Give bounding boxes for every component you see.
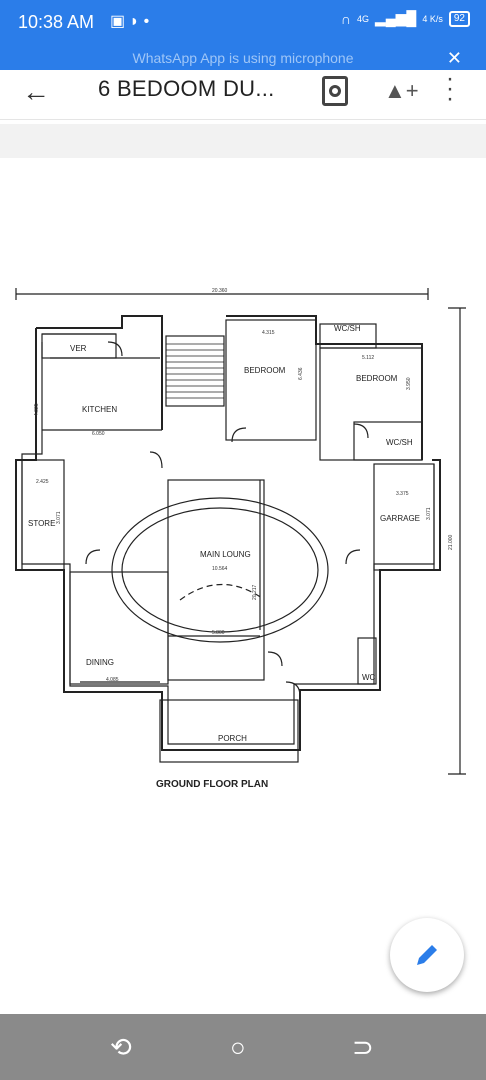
dim-loung-width: 10.564 [212, 566, 228, 572]
microphone-banner[interactable]: WhatsApp App is using microphone [0, 46, 486, 70]
room-label-bedroom-1: BEDROOM [244, 366, 286, 375]
toolbar-divider [0, 124, 486, 158]
room-label-main-loung: MAIN LOUNG [200, 550, 251, 559]
dim-loung-height: 20.217 [252, 584, 258, 600]
notification-icons: ▣ ◗ • [110, 13, 150, 30]
dim-bed2-height: 3.950 [406, 377, 412, 390]
close-icon[interactable]: ✕ [446, 48, 462, 68]
room-label-dining: DINING [86, 658, 114, 667]
headphones-icon: ∩ [340, 10, 351, 27]
room-label-kitchen: KITCHEN [82, 405, 117, 414]
signal-icon: ▂▄▆█ [374, 10, 417, 26]
room-label-garrage: GARRAGE [380, 514, 420, 523]
edit-fab-button[interactable] [390, 918, 464, 992]
document-title: 6 BEDOOM DU... [98, 76, 275, 101]
dim-garrage-height: 3.071 [426, 507, 432, 520]
room-label-bedroom-2: BEDROOM [356, 374, 398, 383]
status-time: 10:38 AM [18, 12, 95, 32]
room-label-porch: PORCH [218, 734, 247, 743]
dim-loung-inner: 5.800 [212, 630, 225, 636]
plan-caption: GROUND FLOOR PLAN [156, 779, 268, 790]
dim-garrage-width: 3.375 [396, 491, 409, 497]
dim-kitchen-height: 4.325 [34, 403, 40, 416]
dim-store-width: 2.425 [36, 479, 49, 485]
dim-bed1-height: 6.436 [298, 367, 304, 380]
status-icons: ∩ 4G ▂▄▆█ 4 K/s 92 [341, 10, 470, 27]
speed-label: 4 K/s [422, 13, 443, 24]
back-arrow-icon[interactable]: ← [22, 76, 50, 107]
back-nav-icon[interactable]: ⊃ [352, 1032, 374, 1062]
dim-bed1-width: 4.315 [262, 330, 275, 336]
dim-dining-width: 4.085 [106, 677, 119, 683]
dim-kitchen-width: 6.050 [92, 431, 105, 437]
home-icon[interactable]: ○ [230, 1032, 246, 1062]
battery-icon: 92 [448, 10, 470, 27]
dim-overall-height: 21.000 [448, 534, 454, 550]
app-bar: ← 6 BEDOOM DU... ▲+ ··· [0, 65, 486, 120]
system-nav-bar: ⟲ ○ ⊃ [0, 1014, 486, 1080]
more-vert-icon[interactable]: ··· [446, 65, 454, 112]
dim-store-height: 3.071 [56, 511, 62, 524]
status-bar: 10:38 AM ▣ ◗ • ∩ 4G ▂▄▆█ 4 K/s 92 [0, 0, 486, 46]
room-label-wcsh-2: WC/SH [386, 438, 413, 447]
network-label: 4G [356, 13, 369, 24]
room-label-wc: WC [362, 673, 376, 682]
floor-plan-drawing: VER KITCHEN BEDROOM BEDROOM WC/SH WC/SH … [15, 288, 466, 790]
recent-apps-icon[interactable]: ⟲ [110, 1032, 132, 1062]
document-search-icon[interactable] [322, 76, 348, 106]
drive-add-icon[interactable]: ▲+ [384, 78, 419, 103]
room-label-wcsh-1: WC/SH [334, 324, 361, 333]
room-label-store: STORE [28, 519, 55, 528]
pencil-icon [417, 945, 437, 965]
dim-overall-width: 20.360 [212, 288, 228, 294]
dim-bed2-width: 5.112 [362, 355, 374, 361]
room-label-ver: VER [70, 344, 87, 353]
